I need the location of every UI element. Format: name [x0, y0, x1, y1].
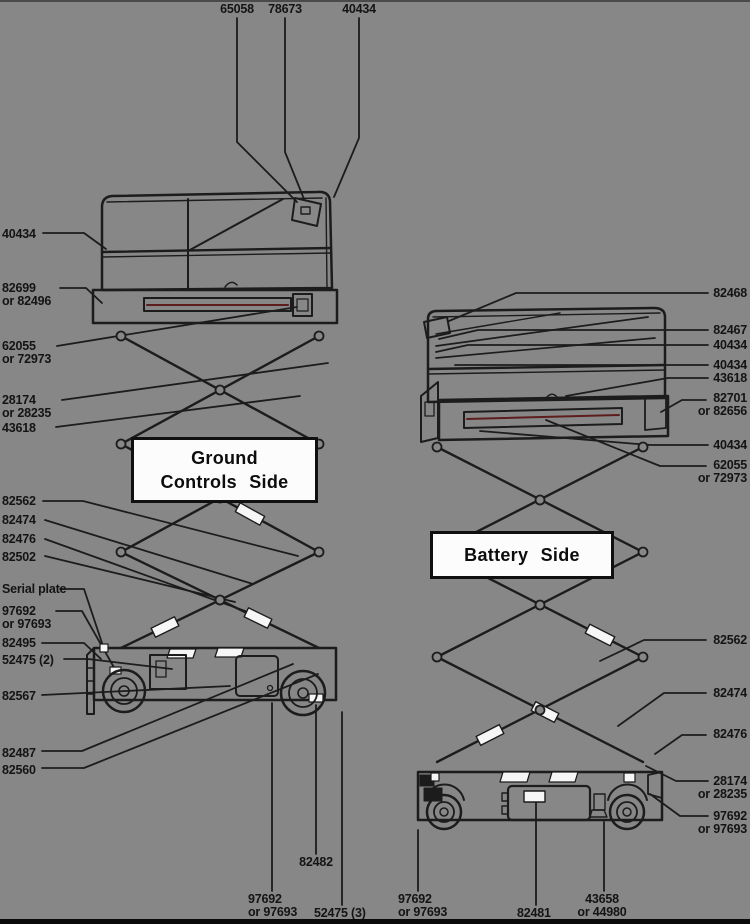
part-callout serial-plate-callout: Serial plate	[2, 582, 67, 596]
scan-edge-top	[0, 0, 750, 2]
part-callout: 82562	[2, 494, 36, 508]
part-callout: 28174 or 28235	[697, 774, 747, 802]
part-callout: 40434	[713, 358, 747, 372]
part-callout: 82476	[713, 727, 747, 741]
part-callout: 78673	[268, 2, 302, 16]
part-callout: 62055 or 72973	[697, 458, 747, 486]
part-callout: 97692 or 97693	[248, 892, 298, 920]
part-callout: 52475 (2)	[2, 653, 54, 667]
part-callout: 82468	[713, 286, 747, 300]
part-callout: 97692 or 97693	[2, 604, 52, 632]
part-callout: 82482	[299, 855, 333, 869]
part-callout: 82699 or 82496	[2, 281, 52, 309]
part-callout: 52475 (3)	[314, 906, 366, 920]
part-callout: 82474	[2, 513, 36, 527]
part-callout: 82560	[2, 763, 36, 777]
part-callout: 82476	[2, 532, 36, 546]
part-callout: 82481	[517, 906, 551, 920]
ground-controls-side-label: Ground Controls Side	[131, 437, 318, 503]
part-callout: 82467	[713, 323, 747, 337]
part-callout: 97692 or 97693	[697, 809, 747, 837]
part-callout: 82567	[2, 689, 36, 703]
part-callout: 65058	[220, 2, 254, 16]
part-callout: 40434	[342, 2, 376, 16]
left-lift-drawing	[86, 190, 339, 717]
part-callout: 40434	[2, 227, 36, 241]
part-callout: 40434	[713, 438, 747, 452]
part-callout: 82487	[2, 746, 36, 760]
part-callout: 40434	[713, 338, 747, 352]
part-callout: 43658 or 44980	[577, 892, 627, 920]
part-callout: 97692 or 97693	[398, 892, 448, 920]
part-callout: 82562	[713, 633, 747, 647]
part-callout: 43618	[2, 421, 36, 435]
part-callout: 82474	[713, 686, 747, 700]
part-callout: 82495	[2, 636, 36, 650]
part-callout: 28174 or 28235	[2, 393, 52, 421]
part-callout: 82502	[2, 550, 36, 564]
scan-edge-bottom	[0, 919, 750, 924]
battery-side-label: Battery Side	[430, 531, 614, 579]
part-callout: 43618	[713, 371, 747, 385]
right-lift-drawing	[416, 306, 670, 831]
part-callout: 62055 or 72973	[2, 339, 52, 367]
part-callout: 82701 or 82656	[697, 391, 747, 419]
